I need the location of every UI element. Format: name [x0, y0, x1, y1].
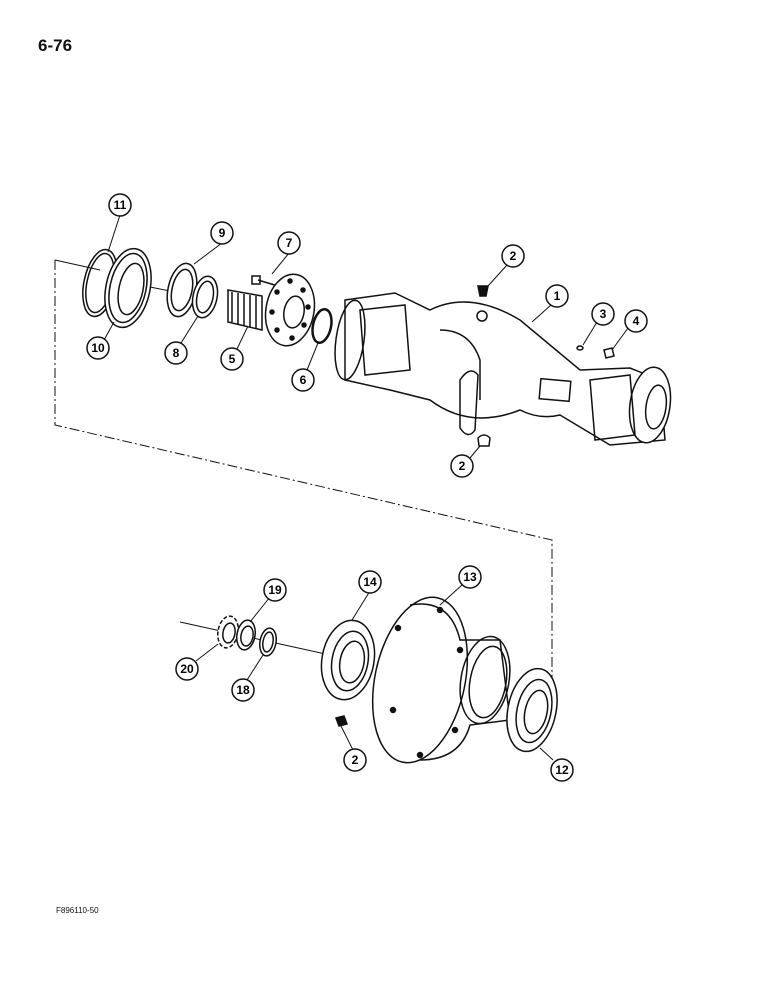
flanged-shaft-5 [227, 273, 316, 347]
callout-2-lower: 2 [343, 748, 367, 772]
washer-19 [236, 619, 256, 651]
svg-text:19: 19 [268, 583, 282, 597]
callout-18: 18 [231, 678, 255, 702]
bolt-7 [251, 275, 279, 287]
callout-7: 7 [277, 231, 301, 255]
fitting-2-bottom [477, 434, 491, 447]
axle-housing-1 [334, 292, 672, 446]
callout-19: 19 [263, 578, 287, 602]
plug-4 [603, 347, 615, 359]
hub-13 [371, 596, 511, 764]
svg-text:4: 4 [633, 314, 640, 328]
seal-10 [104, 247, 152, 329]
callout-9: 9 [210, 221, 234, 245]
svg-text:5: 5 [229, 352, 236, 366]
callout-13: 13 [458, 565, 482, 589]
callout-14: 14 [358, 570, 382, 594]
svg-text:2: 2 [510, 249, 517, 263]
ring-18 [259, 627, 277, 657]
callout-10: 10 [86, 336, 110, 360]
svg-text:11: 11 [114, 198, 127, 212]
svg-text:20: 20 [180, 662, 194, 676]
svg-text:3: 3 [600, 307, 607, 321]
svg-text:13: 13 [463, 570, 477, 584]
svg-text:2: 2 [459, 459, 466, 473]
callout-1: 1 [545, 284, 569, 308]
callout-2-top: 2 [501, 244, 525, 268]
callout-4: 4 [624, 309, 648, 333]
page-number: 6-76 [38, 36, 73, 55]
fitting-2-top [477, 285, 489, 297]
svg-text:2: 2 [352, 753, 359, 767]
lower-assembly [217, 596, 558, 764]
callout-12: 12 [550, 758, 574, 782]
svg-text:1: 1 [554, 289, 561, 303]
svg-text:8: 8 [173, 346, 180, 360]
figure-id: F896110-50 [56, 906, 99, 915]
callout-8: 8 [164, 341, 188, 365]
svg-text:10: 10 [91, 341, 105, 355]
callout-20: 20 [175, 657, 199, 681]
svg-text:14: 14 [363, 575, 377, 589]
callout-3: 3 [591, 302, 615, 326]
callout-5: 5 [220, 347, 244, 371]
leader-lines [103, 214, 629, 761]
callouts: 11 10 9 8 7 5 6 2 [86, 193, 648, 782]
bearing-12 [506, 667, 558, 753]
svg-text:6: 6 [300, 373, 307, 387]
svg-text:7: 7 [286, 236, 293, 250]
o-ring-6 [311, 308, 333, 344]
bearing-14 [320, 619, 376, 701]
nut-2-lower [335, 715, 348, 727]
pin-3 [576, 345, 584, 351]
callout-6: 6 [291, 368, 315, 392]
svg-text:18: 18 [236, 683, 250, 697]
ring-8 [191, 275, 219, 319]
svg-text:12: 12 [555, 763, 569, 777]
svg-text:9: 9 [219, 226, 226, 240]
callout-2-bottom: 2 [450, 454, 474, 478]
upper-assembly [82, 247, 672, 447]
callout-11: 11 [108, 193, 132, 217]
